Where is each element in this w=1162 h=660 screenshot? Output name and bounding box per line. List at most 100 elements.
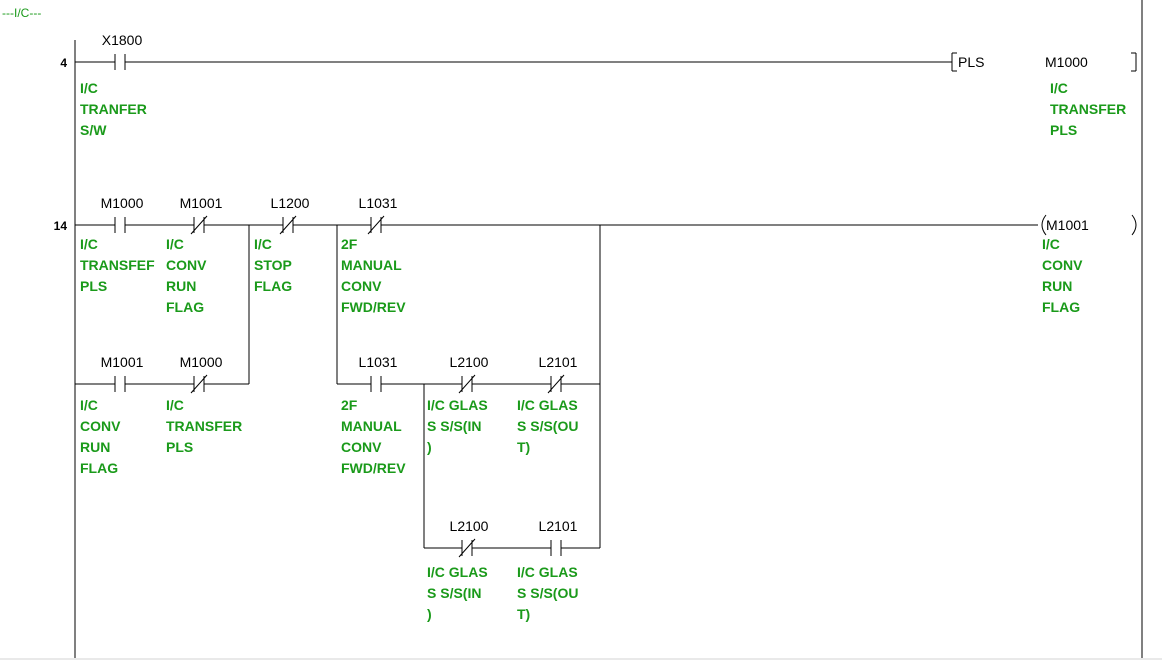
comment-line: I/C GLAS	[427, 564, 488, 580]
comment-line: S S/S(IN	[427, 585, 481, 601]
comment-line: )	[427, 439, 432, 455]
contact-nc-l2100: L2100	[450, 518, 489, 558]
section-comment: ---I/C---	[2, 6, 41, 20]
comment-line: I/C	[80, 236, 98, 252]
comment-line: TRANFER	[80, 101, 147, 117]
contact-slash	[190, 215, 208, 235]
device-comment: 2F MANUAL CONV FWD/REV	[341, 397, 406, 476]
output-coil-m1001: M1001	[1041, 214, 1137, 236]
step-number: 4	[60, 56, 67, 70]
comment-line: CONV	[80, 418, 121, 434]
device-comment: I/C GLAS S S/S(IN)	[427, 397, 488, 455]
contact-nc-l1031: L1031	[359, 195, 398, 235]
device-comment: I/C TRANSFER PLS	[166, 397, 242, 455]
comment-line: S S/S(IN	[427, 418, 481, 434]
comment-line: RUN	[166, 278, 196, 294]
comment-line: CONV	[166, 257, 207, 273]
contact-slash	[279, 215, 297, 235]
coil-right-paren	[1131, 214, 1137, 236]
contact-no-m1000: M1000	[101, 195, 144, 233]
contact-slash	[190, 374, 208, 394]
comment-line: I/C	[1042, 236, 1060, 252]
comment-line: MANUAL	[341, 257, 402, 273]
device-comment: I/C GLAS S S/S(IN)	[427, 564, 488, 622]
device-label: L1031	[359, 195, 398, 211]
comment-line: PLS	[1050, 122, 1077, 138]
output-instruction-pls: PLS M1000	[944, 52, 1137, 72]
device-comment: I/C STOP FLAG	[254, 236, 292, 294]
comment-line: FWD/REV	[341, 460, 406, 476]
contact-no-x1800: X1800	[102, 32, 143, 70]
device-label: L2100	[450, 518, 489, 534]
coil-device: M1001	[1046, 217, 1089, 233]
device-comment: I/C TRANSFEF PLS	[80, 236, 155, 294]
contact-no-l2101: L2101	[539, 518, 578, 556]
comment-line: I/C	[166, 236, 184, 252]
step-number: 14	[54, 219, 68, 233]
contact-slash	[367, 215, 385, 235]
contact-nc-l2101: L2101	[539, 354, 578, 394]
comment-line: S S/S(OU	[517, 585, 578, 601]
device-label: L1031	[359, 354, 398, 370]
comment-line: I/C	[254, 236, 272, 252]
instruction-device: M1000	[1045, 54, 1088, 70]
comment-line: I/C GLAS	[517, 564, 578, 580]
device-label: M1000	[180, 354, 223, 370]
comment-line: CONV	[1042, 257, 1083, 273]
contact-slash	[458, 538, 476, 558]
contact-slash	[547, 374, 565, 394]
contact-slash	[458, 374, 476, 394]
device-label: X1800	[102, 32, 143, 48]
device-label: L1200	[271, 195, 310, 211]
contact-nc-l2100: L2100	[450, 354, 489, 394]
comment-line: CONV	[341, 439, 382, 455]
comment-line: FLAG	[254, 278, 292, 294]
comment-line: )	[427, 606, 432, 622]
comment-line: I/C	[1050, 80, 1068, 96]
contact-nc-m1000: M1000	[180, 354, 223, 394]
horizontal-scrollbar[interactable]	[0, 658, 1162, 660]
comment-line: I/C	[80, 397, 98, 413]
comment-line: STOP	[254, 257, 292, 273]
comment-line: 2F	[341, 397, 358, 413]
device-label: L2100	[450, 354, 489, 370]
comment-line: MANUAL	[341, 418, 402, 434]
device-label: M1001	[101, 354, 144, 370]
comment-line: T)	[517, 439, 530, 455]
comment-line: S/W	[80, 122, 107, 138]
comment-line: TRANSFER	[1050, 101, 1126, 117]
instruction-mnemonic: PLS	[958, 54, 984, 70]
comment-line: RUN	[1042, 278, 1072, 294]
contact-no-m1001: M1001	[101, 354, 144, 392]
comment-line: FLAG	[80, 460, 118, 476]
comment-line: TRANSFER	[166, 418, 242, 434]
device-comment: I/C CONV RUN FLAG	[166, 236, 207, 315]
comment-line: PLS	[80, 278, 107, 294]
comment-line: TRANSFEF	[80, 257, 155, 273]
coil-left-paren	[1041, 214, 1047, 236]
device-label: L2101	[539, 354, 578, 370]
device-label: M1001	[180, 195, 223, 211]
comment-line: 2F	[341, 236, 358, 252]
contact-nc-l1200: L1200	[271, 195, 310, 235]
device-comment: I/C CONV RUN FLAG	[1042, 236, 1083, 315]
comment-line: I/C GLAS	[427, 397, 488, 413]
comment-line: FLAG	[166, 299, 204, 315]
contact-nc-m1001: M1001	[180, 195, 223, 235]
device-label: M1000	[101, 195, 144, 211]
comment-line: PLS	[166, 439, 193, 455]
device-comment: I/C TRANSFER PLS	[1050, 80, 1126, 138]
contact-no-l1031: L1031	[359, 354, 398, 392]
device-comment: I/C TRANFER S/W	[80, 80, 147, 138]
comment-line: CONV	[341, 278, 382, 294]
comment-line: FLAG	[1042, 299, 1080, 315]
comment-line: I/C	[166, 397, 184, 413]
comment-line: S S/S(OU	[517, 418, 578, 434]
device-label: L2101	[539, 518, 578, 534]
comment-line: I/C	[80, 80, 98, 96]
